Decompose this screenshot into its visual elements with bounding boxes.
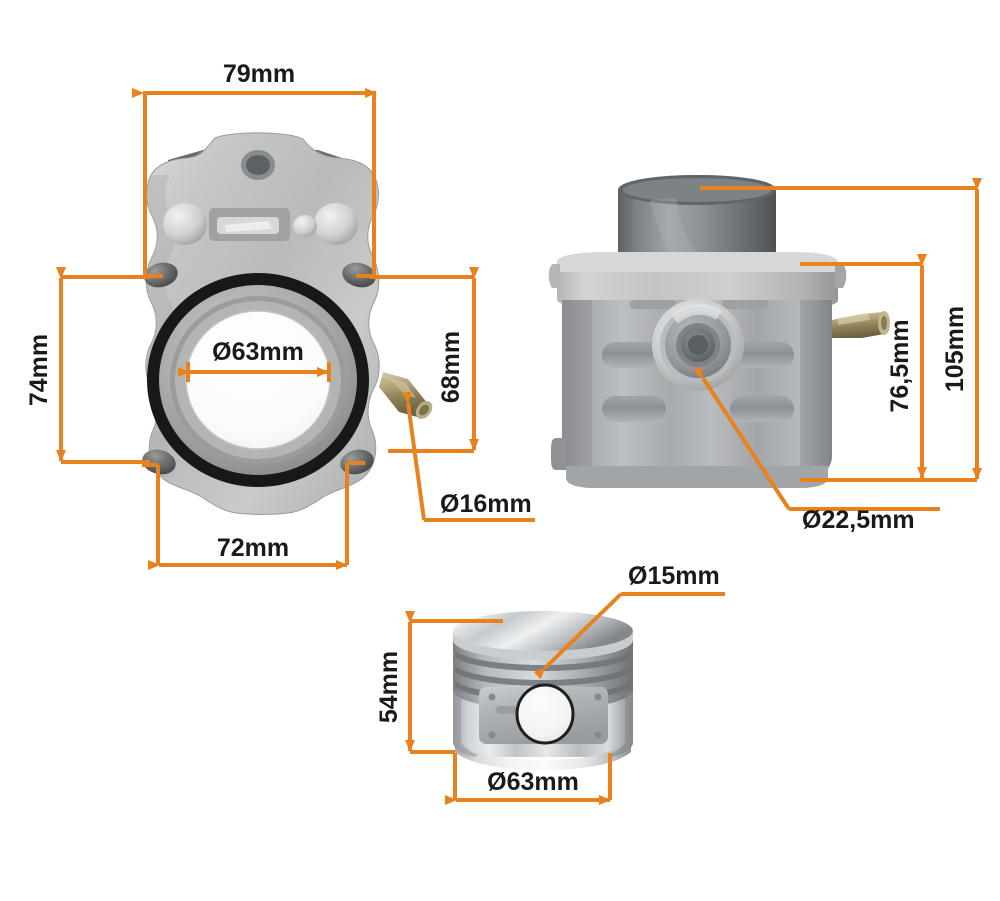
piston-plate-dimple-tr [594,693,602,701]
piston-crown-top [453,611,633,651]
front-hole-upper-small [293,215,317,237]
side-flange-ear-right [835,264,847,288]
side-flange-ear-left [548,264,560,288]
side-rib-right [722,300,768,309]
side-body-shade-right [800,300,832,481]
label-79mm: 79mm [223,60,295,88]
label-68mm: 68mm [437,331,465,403]
side-central-boss [652,299,744,391]
dimension-labels: 79mm 74mm Ø63mm 68mm 72mm Ø16mm 105mm 76… [25,60,969,796]
front-hole-upper-left [163,203,207,245]
label-105mm: 105mm [941,306,969,392]
piston-skirt-bottom [455,740,631,770]
piston-plate-dimple-tl [488,693,496,701]
side-bottom-lip [566,466,828,488]
label-765mm: 76,5mm [886,319,914,412]
side-top-flange [557,262,838,309]
piston-view [453,611,633,770]
side-water-nipple [832,311,890,338]
side-fin-top-left [602,342,666,368]
piston-crown-band [453,631,633,664]
piston-edge-shade-left [453,690,478,757]
side-body-shade-left [562,300,594,481]
front-view-cylinder-block [142,132,433,515]
piston-dimensions [405,592,725,805]
front-hole-top-center-inner [246,155,270,175]
front-view-dimensions [56,88,535,570]
side-view-dimensions [692,178,982,511]
piston-plate-dimple-bl [488,731,496,739]
side-fin-bottom-left [602,396,666,422]
side-fin-bottom-right [730,396,794,422]
piston-plate-dimple-br [594,731,602,739]
piston-clip-slot [496,706,518,714]
dim-15mm-leader [533,592,623,680]
front-hole-upper-right [314,203,358,245]
label-72mm: 72mm [217,534,289,562]
front-stud-hole-bl [142,449,176,475]
label-74mm: 74mm [25,334,53,406]
side-mount-ear-bottom-left [551,438,566,470]
label-bore63mm: Ø63mm [212,338,304,366]
piston-edge-shade-right [608,690,633,757]
dim-225mm-leader [692,366,791,511]
front-port-highlight [224,221,272,232]
side-liner-top-face [623,178,771,202]
piston-ring-groove-2 [455,666,631,686]
label-15mm: Ø15mm [628,562,720,590]
label-piston63mm: Ø63mm [487,768,579,796]
dim-16mm-leader [401,391,426,521]
side-view-cylinder-block [548,175,890,488]
piston-ring-groove-1 [455,651,631,671]
label-54mm: 54mm [375,651,403,723]
label-225mm: Ø22,5mm [802,506,915,534]
side-fin-top-right [730,342,794,368]
piston-pin-bore [515,683,575,745]
side-top-flange-edge [557,252,838,272]
front-water-nipple [379,372,433,419]
side-rib-left [630,300,676,309]
label-16mm: Ø16mm [440,490,532,518]
front-bore-opening [185,310,331,450]
